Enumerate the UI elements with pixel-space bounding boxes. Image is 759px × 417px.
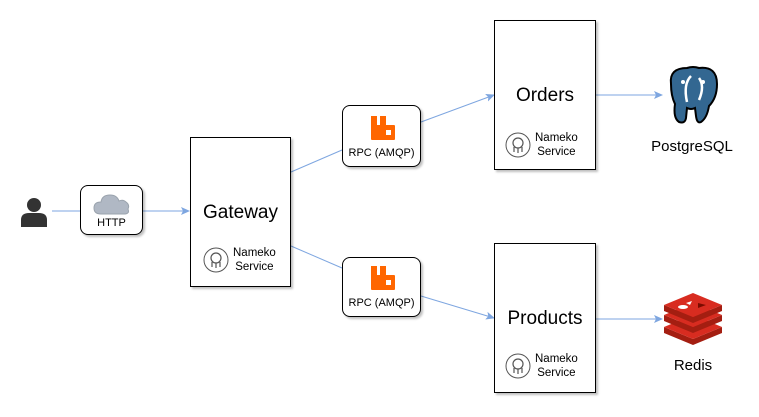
orders-badge-text: Nameko Service bbox=[535, 131, 578, 159]
orders-badge: Nameko Service bbox=[505, 131, 578, 159]
orders-badge-line2: Service bbox=[537, 146, 576, 158]
cloud-icon bbox=[93, 193, 131, 215]
rabbitmq-icon bbox=[370, 265, 396, 291]
http-label: HTTP bbox=[97, 217, 126, 229]
rpc-top-node[interactable]: RPC (AMQP) bbox=[342, 105, 421, 167]
gateway-service[interactable]: Gateway Nameko Service bbox=[190, 137, 291, 287]
rpc-bottom-node[interactable]: RPC (AMQP) bbox=[342, 257, 421, 317]
nameko-icon bbox=[505, 132, 531, 158]
edges bbox=[52, 91, 663, 323]
gateway-title: Gateway bbox=[203, 202, 278, 223]
orders-badge-line1: Nameko bbox=[535, 132, 578, 144]
rabbitmq-icon bbox=[370, 115, 396, 141]
products-title: Products bbox=[507, 308, 583, 329]
orders-service[interactable]: Orders Nameko Service bbox=[494, 20, 596, 170]
gateway-badge-line2: Service bbox=[235, 261, 274, 273]
rpc-top-label: RPC (AMQP) bbox=[348, 147, 415, 159]
nameko-icon bbox=[505, 353, 531, 379]
nameko-icon bbox=[203, 247, 229, 273]
http-node[interactable]: HTTP bbox=[80, 185, 143, 235]
edge-rpc-bottom-products bbox=[420, 295, 495, 320]
products-badge-line2: Service bbox=[537, 367, 576, 379]
redis-label: Redis bbox=[673, 357, 713, 374]
products-badge: Nameko Service bbox=[505, 352, 578, 380]
products-badge-text: Nameko Service bbox=[535, 352, 578, 380]
edge-rpc-top-orders bbox=[420, 94, 495, 123]
edge-gateway-rpc-bottom bbox=[290, 245, 343, 269]
gateway-badge-line1: Nameko bbox=[233, 247, 276, 259]
gateway-badge: Nameko Service bbox=[203, 246, 276, 274]
orders-title: Orders bbox=[515, 85, 575, 106]
user-icon bbox=[20, 197, 48, 227]
rpc-bottom-label: RPC (AMQP) bbox=[348, 297, 415, 309]
postgresql-icon bbox=[661, 64, 725, 126]
products-badge-line1: Nameko bbox=[535, 353, 578, 365]
postgresql-label: PostgreSQL bbox=[651, 138, 733, 155]
gateway-badge-text: Nameko Service bbox=[233, 246, 276, 274]
edge-gateway-rpc-top bbox=[290, 149, 343, 173]
redis-icon bbox=[662, 293, 724, 345]
products-service[interactable]: Products Nameko Service bbox=[494, 243, 596, 393]
